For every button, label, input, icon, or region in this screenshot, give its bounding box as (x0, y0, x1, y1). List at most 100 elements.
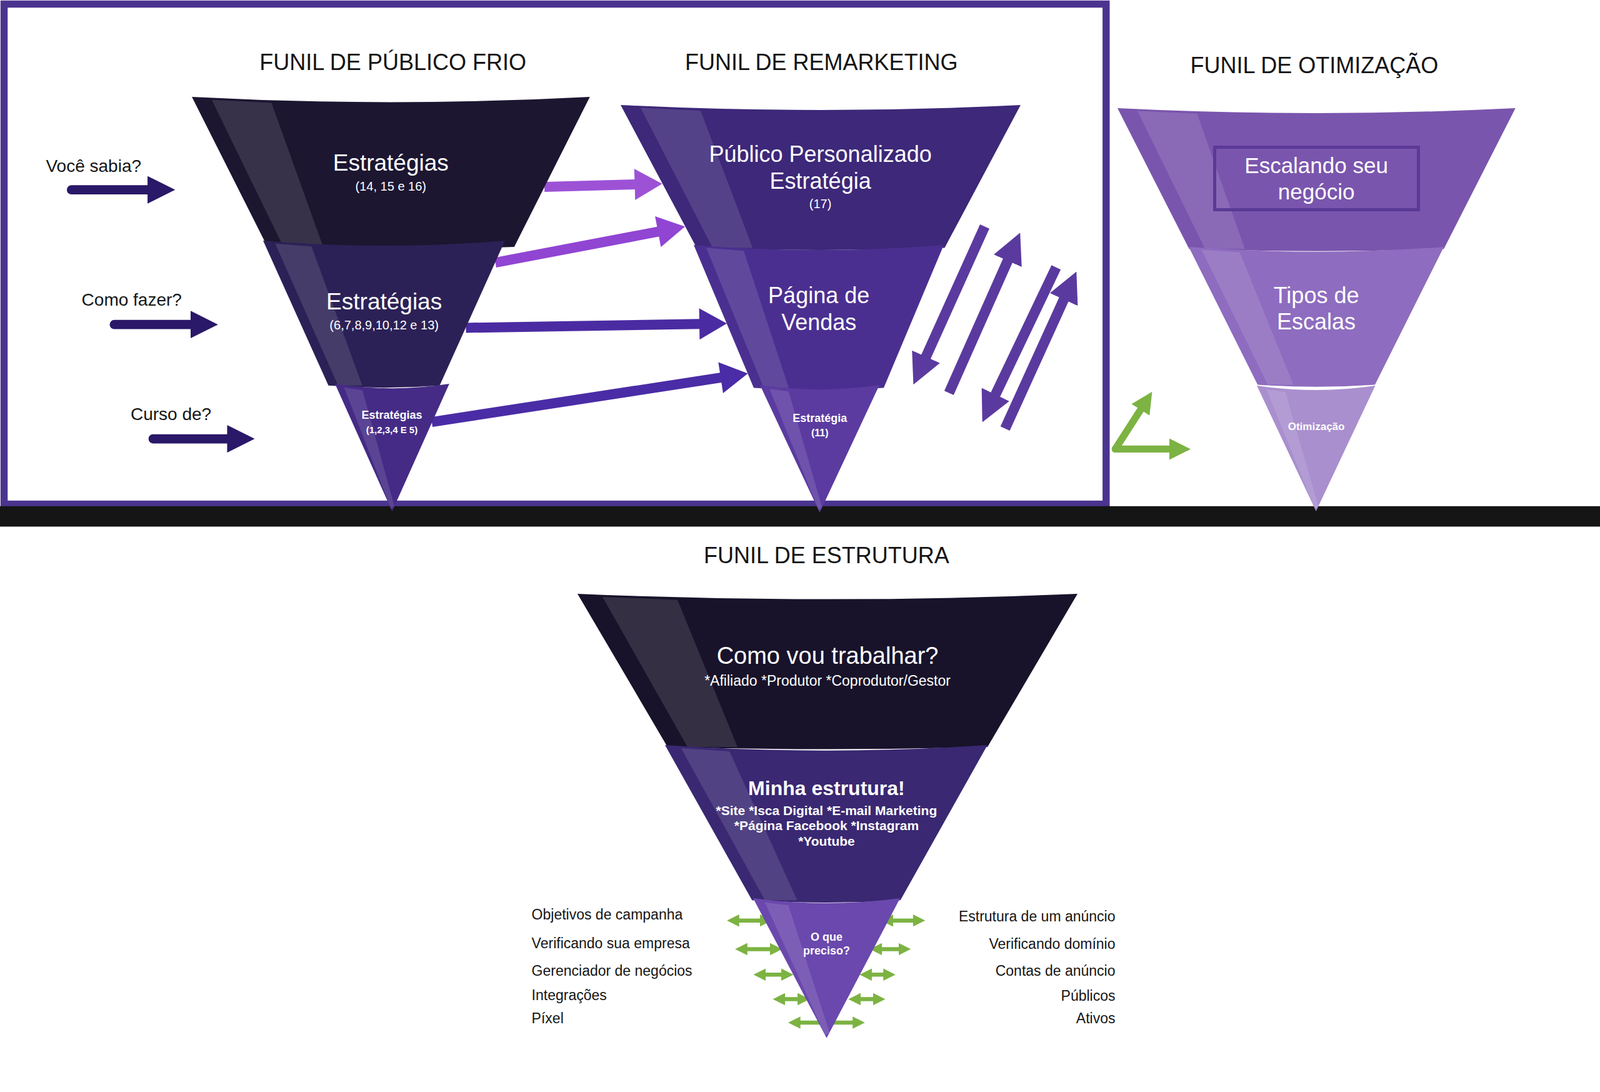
funnel-segment: Como vou trabalhar? *Afiliado *Produtor *… (577, 593, 1078, 747)
side-label: Públicos (1061, 987, 1116, 1005)
funnel: FUNIL DE OTIMIZAÇÃO Escalando seu negócio… (1110, 48, 1519, 514)
segment-heading: Tipos de Escalas (1240, 282, 1394, 336)
segment-text: Tipos de Escalas (1240, 282, 1394, 336)
segment-fill (753, 898, 900, 1039)
segment-shape (1117, 108, 1516, 249)
segment-heading: Como vou trabalhar? (632, 641, 1023, 670)
segment-heading: Público Personalizado Estratégia (684, 141, 957, 195)
funnel-segment: Público Personalizado Estratégia(17) (620, 105, 1021, 249)
side-label: Como fazer? (81, 290, 182, 310)
funnel: FUNIL DE REMARKETING Público Personalizad… (617, 45, 1026, 514)
segment-text: Estratégias (14, 15 e 16) (267, 149, 515, 194)
side-label: Contas de anúncio (995, 962, 1116, 980)
side-label: Curso de? (130, 404, 212, 425)
segment-detail: (17) (684, 196, 957, 212)
segment-text: Estratégia (11) (776, 411, 864, 440)
segment-heading: Otimização (1270, 420, 1363, 434)
segment-facet (211, 100, 324, 247)
segment-heading: Estratégias (350, 408, 434, 422)
segment-fill (665, 745, 988, 903)
funnel-segment: Estratégias (6,7,8,9,10,12 e 13) (263, 240, 505, 386)
segment-fill (1256, 385, 1375, 512)
segment-shape (577, 593, 1078, 747)
segment-facet (770, 388, 823, 510)
input-arrows (71, 190, 233, 439)
green-arrows (1115, 406, 1174, 450)
side-label: Gerenciador de negócios (531, 962, 693, 980)
segment-heading: Estratégias (267, 149, 515, 177)
segment-facet (343, 387, 394, 509)
funnel-title: FUNIL DE OTIMIZAÇÃO (1110, 48, 1519, 79)
segment-detail: *Afiliado *Produtor *Coprodutor/Gestor (632, 672, 1023, 690)
segment-fill (760, 385, 880, 513)
segment-fill (577, 593, 1078, 750)
segment-facet (706, 247, 789, 388)
flow-arrow (465, 308, 727, 340)
segment-text: Página de Vendas (741, 282, 897, 336)
segment-heading: Escalando seu negócio (1213, 145, 1420, 212)
segment-fill (620, 105, 1021, 250)
segment-shape (760, 385, 880, 513)
segment-fill (1117, 108, 1516, 252)
segment-text: Minha estrutura!*Site *Isca Digital *E-m… (713, 776, 940, 850)
segment-facet (1266, 389, 1319, 509)
side-label: Objetivos de campanha (531, 906, 684, 924)
segment-shape (753, 898, 900, 1039)
segment-heading: Página de Vendas (741, 282, 897, 336)
segment-text: O que preciso? (792, 930, 860, 957)
segment-fill (693, 245, 944, 390)
side-label: Integrações (531, 986, 607, 1004)
divider-bar (0, 506, 1600, 527)
segment-text: Como vou trabalhar? *Afiliado *Produtor *… (632, 641, 1023, 690)
funnel-segment: O que preciso? (753, 898, 900, 1039)
segment-facet (275, 243, 363, 386)
segment-detail: (14, 15 e 16) (267, 179, 515, 195)
segment-detail: *Site *Isca Digital *E-mail Marketing *P… (713, 803, 940, 850)
segment-heading: O que preciso? (792, 930, 860, 957)
funnel-segment: Otimização (1256, 385, 1375, 512)
segment-text: Escalando seu negócio (1213, 145, 1420, 212)
segment-fill (263, 240, 505, 388)
side-label: Você sabia? (45, 156, 142, 177)
segment-facet (602, 596, 738, 747)
segment-text: Otimização (1270, 420, 1363, 434)
funnel-title: FUNIL DE REMARKETING (617, 45, 1026, 76)
cycle-arrows (923, 226, 1067, 429)
segment-detail: (6,7,8,9,10,12 e 13) (304, 318, 464, 334)
funnel-segment: Página de Vendas (693, 245, 944, 389)
segment-heading: Estratégia (776, 411, 864, 425)
segment-shape (1256, 385, 1375, 512)
frame (4, 4, 1107, 505)
flow-arrow (431, 362, 749, 428)
segment-fill (191, 96, 590, 250)
funnel-segment: Estratégias (14, 15 e 16) (191, 96, 590, 247)
segment-fill (1188, 246, 1444, 387)
funnel-segment: Minha estrutura!*Site *Isca Digital *E-m… (665, 745, 988, 900)
segment-heading: Estratégias (304, 288, 464, 316)
segment-text: Estratégias (1,2,3,4 E 5) (350, 408, 434, 436)
segment-text: Estratégias (6,7,8,9,10,12 e 13) (304, 288, 464, 333)
segment-detail: (1,2,3,4 E 5) (350, 424, 434, 436)
side-label: Estrutura de um anúncio (958, 908, 1116, 925)
funnel-segment: Tipos de Escalas (1188, 246, 1444, 385)
side-label: Ativos (1076, 1010, 1116, 1027)
segment-facet (640, 108, 753, 249)
funnel: FUNIL DE PÚBLICO FRIO Estratégias (14, 15 … (188, 45, 597, 514)
funnel-segment: Estratégia (11) (760, 385, 880, 513)
flow-arrow (544, 168, 663, 200)
funnel-title: FUNIL DE PÚBLICO FRIO (188, 45, 597, 76)
side-label: Verificando domínio (988, 935, 1115, 953)
funnel-title: FUNIL DE ESTRUTURA (571, 538, 1082, 569)
segment-fill (335, 383, 450, 512)
segment-facet (1137, 111, 1245, 250)
segment-detail: (11) (776, 427, 864, 440)
side-label: Verificando sua empresa (531, 935, 690, 952)
segment-heading: Minha estrutura! (713, 776, 940, 801)
funnel-segment: Escalando seu negócio (1117, 108, 1516, 249)
segment-shape (335, 383, 450, 512)
segment-facet (765, 901, 830, 1035)
funnel-segment: Estratégias (1,2,3,4 E 5) (335, 383, 450, 512)
segment-text: Público Personalizado Estratégia(17) (684, 141, 957, 212)
side-label: Píxel (531, 1010, 564, 1027)
